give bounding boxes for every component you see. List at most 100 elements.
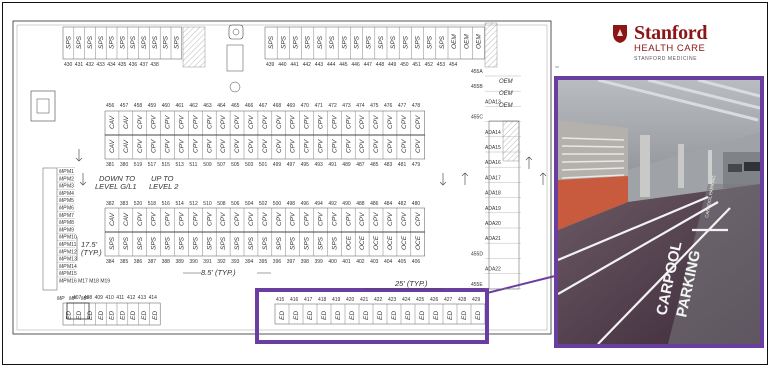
column-marker (228, 24, 244, 40)
block-b-bottom-number: 393 (231, 259, 240, 265)
highlight-ed-stall-type-label: ED (475, 311, 482, 320)
mp-label: MP (59, 206, 67, 212)
block-b-top-number: 510 (203, 201, 212, 207)
carpool-parking-photo: CARPOOL PARKING CARPOOL PARKING (554, 76, 764, 348)
block-a-lower-stall-type-label: CPV (401, 139, 408, 153)
block-a-top-number: 463 (203, 103, 212, 109)
block-b-lower-stall-type-label: SPS (317, 236, 324, 250)
bottom-left-ed-stall-type-label: ED (65, 311, 72, 320)
block-b-top-number: 518 (148, 201, 157, 207)
top-right-stall-stall-number: 439 (266, 62, 275, 68)
highlight-ed-stall-type-label: ED (321, 311, 328, 320)
block-a-top-number: 460 (162, 103, 171, 109)
block-b-top-number: 498 (287, 201, 296, 207)
block-a-top-number: 466 (245, 103, 254, 109)
block-b-lower-stall-type-label: OCE (401, 235, 408, 250)
direction-arrow-icon (439, 173, 447, 186)
block-a-bottom-number: 509 (203, 162, 212, 168)
block-b-upper-stall-type-label: CPV (234, 212, 241, 226)
block-a-lower-stall-type-label: CPV (151, 139, 158, 153)
block-a-lower-stall-type-label: CPV (220, 139, 227, 153)
mp-id: M6 (67, 206, 74, 212)
block-a-top-number: 456 (106, 103, 115, 109)
block-b-upper-stall-type-label: CPV (401, 212, 408, 226)
highlight-stall-number: 419 (332, 297, 341, 303)
top-right-stall-stall-number: 453 (437, 62, 446, 68)
top-left-stall-type-label: SPS (130, 35, 137, 49)
right-stall-id: ADA19 (485, 206, 501, 212)
block-a-upper-stall-type-label: CPV (178, 115, 185, 129)
block-a-bottom-number: 380 (120, 162, 129, 168)
block-a-top-number: 478 (412, 103, 421, 109)
top-right-stall-type-label: SPS (402, 35, 409, 49)
block-a-upper-stall-type-label: CPV (387, 115, 394, 129)
building-outline (12, 20, 552, 335)
top-right-stall-stall-number: 449 (388, 62, 397, 68)
block-b-upper-stall-type-label: CPV (137, 212, 144, 226)
mp-id: M7 (67, 213, 74, 219)
block-a-lower-stall-type-label: CPV (234, 139, 241, 153)
block-a-top-number: 457 (120, 103, 129, 109)
block-a-top-number: 472 (328, 103, 337, 109)
mp-row-label: MP (69, 296, 77, 302)
highlight-stall-number: 421 (360, 297, 369, 303)
right-stall-id: ADA13 (485, 99, 501, 105)
mp-label: MP (59, 249, 67, 255)
block-a-lower-stall-type-label: CPV (248, 139, 255, 153)
block-b-top-number: 492 (328, 201, 337, 207)
top-left-stall-stall-number: 431 (75, 62, 84, 68)
bottom-left-ed-stall-type-label: ED (141, 311, 148, 320)
block-b-bottom-number: 405 (398, 259, 407, 265)
block-b-upper-stall-type-label: CPV (387, 212, 394, 226)
direction-arrow-icon (539, 172, 547, 185)
mp-row-label: MP (81, 296, 89, 302)
block-b-bottom-number: 398 (301, 259, 310, 265)
block-a-upper-stall-type-label: CAV (123, 115, 130, 129)
block-a-lower-stall-type-label: CPV (192, 139, 199, 153)
block-a-lower-stall-type-label: CPV (262, 139, 269, 153)
building-inner-outline (16, 24, 548, 331)
block-b-lower-stall-type-label: OCE (345, 235, 352, 250)
block-a-bottom-number: 495 (301, 162, 310, 168)
top-right-stall-stall-number: 443 (315, 62, 324, 68)
block-a-upper-stall-type-label: CPV (304, 115, 311, 129)
block-a-lower-stall-type-label: CAV (123, 139, 130, 153)
block-a-bottom-number: 483 (384, 162, 393, 168)
block-a-top-number: 465 (231, 103, 240, 109)
block-b-lower-stall-type-label: OCE (415, 235, 422, 250)
top-right-stall-stall-number: 445 (339, 62, 348, 68)
highlight-ed-stall-type-label: ED (461, 311, 468, 320)
column-marker (229, 81, 241, 93)
garage-photo-illustration: CARPOOL PARKING CARPOOL PARKING (558, 80, 760, 344)
block-b-bottom-number: 394 (245, 259, 254, 265)
block-b-lower-stall-type-label: SPS (123, 236, 130, 250)
block-b-top-number: 486 (370, 201, 379, 207)
top-left-stall-type-label: SPS (98, 35, 105, 49)
block-b-bottom-number: 390 (189, 259, 198, 265)
bottom-left-number: 410 (105, 295, 114, 301)
block-b-lower-stall-type-label: SPS (151, 236, 158, 250)
block-b-lower-stall-type-label: SPS (109, 236, 116, 250)
column-marker (232, 28, 240, 36)
block-b-bottom-number: 403 (370, 259, 379, 265)
bottom-left-number: 411 (116, 295, 124, 301)
block-a-upper-stall-type-label: CPV (262, 115, 269, 129)
block-b-top-number: 488 (356, 201, 365, 207)
block-b-upper-stall-type-label: CPV (317, 212, 324, 226)
mp-id: M14 (67, 264, 77, 270)
mp-id: M3 (67, 184, 74, 190)
block-a-top-number: 462 (189, 103, 198, 109)
top-left-stall-type-label: SPS (109, 35, 116, 49)
block-b-lower-stall-type-label: SPS (290, 236, 297, 250)
bottom-left-ed-stall-type-label: ED (98, 311, 105, 320)
top-left-stall-stall-number: 437 (140, 62, 149, 68)
block-b-upper-stall-type-label: CPV (276, 212, 283, 226)
top-right-stall-stall-number: 440 (278, 62, 287, 68)
highlight-ed-stall-type-label: ED (447, 311, 454, 320)
block-b-bottom-number: 386 (134, 259, 143, 265)
mp-label: MP (59, 242, 67, 248)
block-a-bottom-number: 481 (398, 162, 407, 168)
right-stall-id: ADA16 (485, 160, 501, 166)
